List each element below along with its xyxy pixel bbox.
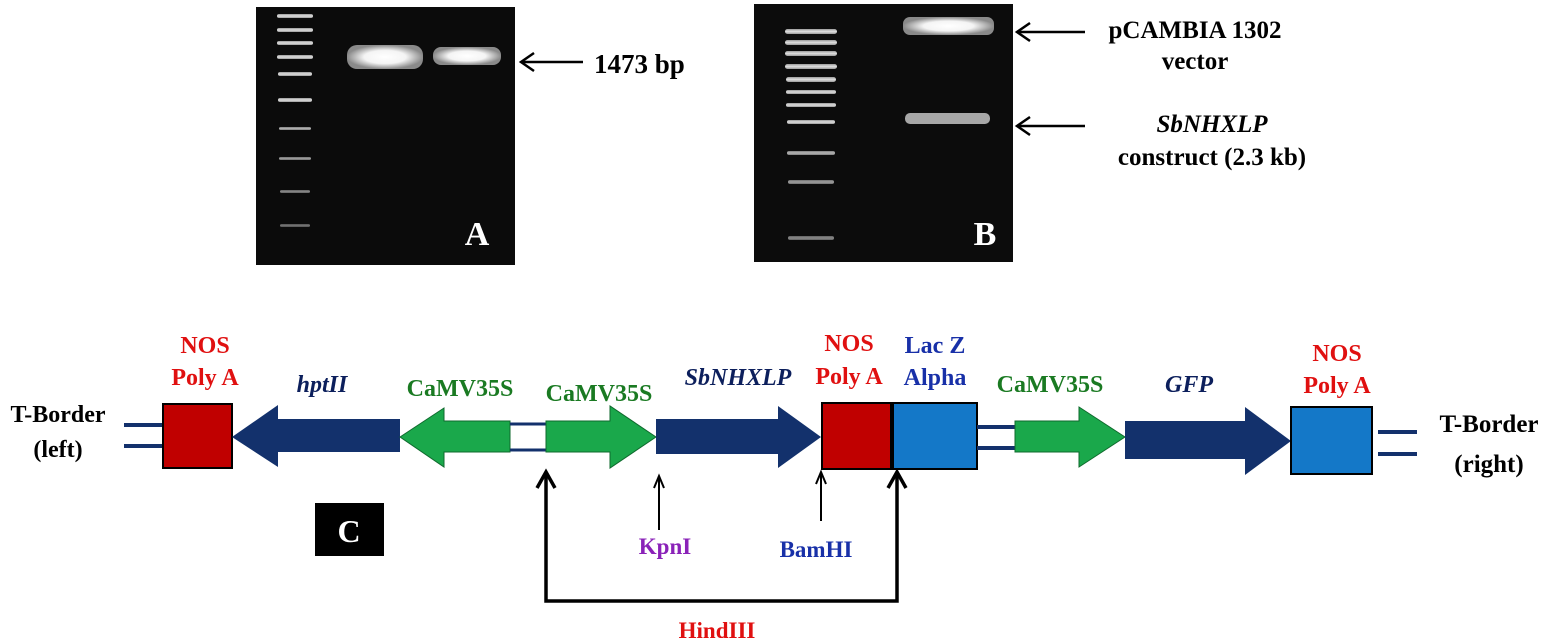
nos-polya-box-1 bbox=[162, 403, 233, 469]
nos-polya-3-label-line1: NOS bbox=[1312, 341, 1361, 367]
camv35s-arrow-2 bbox=[545, 405, 657, 469]
hptii-label: hptII bbox=[297, 372, 349, 398]
ladder-band bbox=[277, 28, 313, 32]
ladder-band bbox=[788, 236, 834, 240]
panel-c-letter: C bbox=[337, 513, 360, 549]
ladder-band bbox=[787, 151, 835, 155]
ladder-band bbox=[277, 14, 313, 18]
hptii-arrow bbox=[232, 405, 400, 467]
sbnhxlp-label: SbNHXLP bbox=[685, 365, 792, 391]
panel-b-vector-label-line1: pCAMBIA 1302 bbox=[1109, 17, 1282, 44]
nos-polya-1-label-line1: NOS bbox=[180, 333, 229, 359]
right-border-label-line1: T-Border bbox=[1439, 411, 1538, 438]
ladder-band bbox=[279, 157, 311, 160]
ladder-band bbox=[785, 51, 837, 56]
nos-polya-2-label-line1: NOS bbox=[824, 331, 873, 357]
lacz-alpha-label-line2: Alpha bbox=[904, 365, 967, 391]
panel-b-construct-pointer bbox=[1014, 115, 1085, 137]
ladder-band bbox=[278, 98, 312, 102]
gfp-label: GFP bbox=[1165, 372, 1213, 398]
hindiii-bracket bbox=[535, 468, 908, 603]
bamhi-site-arrow bbox=[815, 469, 827, 521]
gfp-arrow bbox=[1125, 407, 1291, 475]
hindiii-label: HindIII bbox=[679, 618, 756, 643]
gel-b-construct-band bbox=[905, 113, 990, 124]
camv35s-arrow-3 bbox=[1014, 406, 1126, 468]
camv35s-1-label: CaMV35S bbox=[407, 376, 514, 402]
left-border-lines bbox=[124, 423, 163, 448]
panel-b-vector-pointer bbox=[1014, 21, 1085, 43]
panel-a-band-pointer bbox=[518, 51, 583, 73]
gel-b: B bbox=[754, 4, 1013, 262]
camv35s-arrow-1 bbox=[399, 407, 511, 468]
gel-b-ladder bbox=[785, 29, 837, 240]
nos-polya-box-3 bbox=[1290, 406, 1373, 475]
left-border-label-line1: T-Border bbox=[10, 402, 105, 428]
ladder-band bbox=[788, 180, 834, 184]
panel-a-band-label: 1473 bp bbox=[594, 49, 685, 79]
nos-polya-2-label-line2: Poly A bbox=[815, 364, 883, 390]
panel-b-letter: B bbox=[974, 216, 997, 253]
ladder-band bbox=[785, 64, 837, 69]
ladder-band bbox=[786, 103, 836, 107]
lacz-alpha-label-line1: Lac Z bbox=[905, 333, 966, 359]
nos-polya-1-label-line2: Poly A bbox=[171, 365, 239, 391]
camv35s-3-label: CaMV35S bbox=[997, 372, 1104, 398]
ladder-band bbox=[279, 127, 311, 130]
gel-a-band-1 bbox=[347, 45, 423, 69]
ladder-band bbox=[786, 77, 836, 82]
panel-b-vector-label-line2: vector bbox=[1162, 48, 1229, 75]
right-border-lines bbox=[1378, 430, 1417, 456]
gel-b-vector-band bbox=[903, 17, 994, 35]
panel-b-construct-label-line2: construct (2.3 kb) bbox=[1118, 144, 1306, 171]
nos-polya-3-label-line2: Poly A bbox=[1303, 373, 1371, 399]
lacz-alpha-box bbox=[892, 402, 978, 470]
ladder-band bbox=[785, 40, 837, 45]
panel-a-letter: A bbox=[465, 216, 490, 253]
gel-b-background bbox=[754, 4, 1013, 262]
ladder-band bbox=[277, 55, 313, 59]
panel-b-construct-label-line1: SbNHXLP bbox=[1156, 111, 1268, 138]
promoter-linker bbox=[510, 422, 546, 452]
kpni-label: KpnI bbox=[639, 534, 691, 559]
camv35s-2-label: CaMV35S bbox=[546, 381, 653, 407]
ladder-band bbox=[787, 120, 835, 124]
left-border-label-line2: (left) bbox=[33, 437, 82, 463]
ladder-band bbox=[280, 224, 310, 227]
gel-a: A bbox=[256, 7, 515, 265]
nos-polya-box-2 bbox=[821, 402, 892, 470]
bamhi-label: BamHI bbox=[780, 537, 853, 562]
ladder-band bbox=[786, 90, 836, 94]
ladder-band bbox=[785, 29, 837, 34]
lacz-linker bbox=[977, 425, 1015, 450]
gel-a-ladder bbox=[277, 14, 313, 227]
sbnhxlp-arrow bbox=[656, 406, 821, 468]
ladder-band bbox=[277, 41, 313, 45]
panel-c-letter-box bbox=[315, 503, 384, 556]
ladder-band bbox=[280, 190, 310, 193]
right-border-label-line2: (right) bbox=[1454, 451, 1523, 478]
gel-a-band-2 bbox=[433, 47, 501, 65]
ladder-band bbox=[278, 72, 312, 76]
kpni-site-arrow bbox=[653, 473, 665, 530]
